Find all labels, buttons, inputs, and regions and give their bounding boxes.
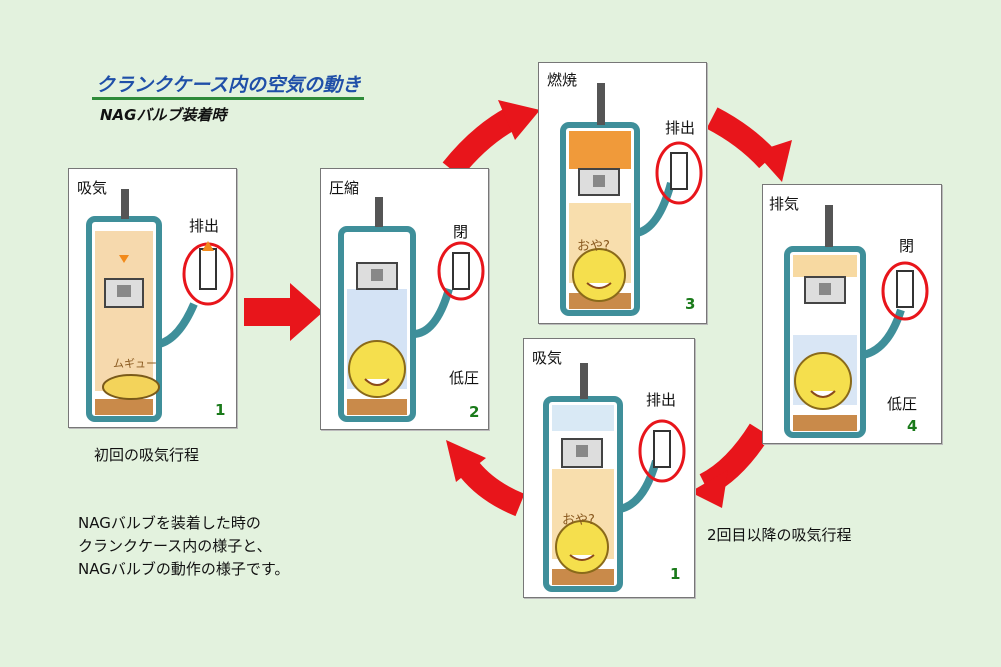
valve-state-label: 排出: [189, 217, 220, 235]
valve-state-label: 排出: [646, 391, 677, 409]
valve-state-label: 閉: [899, 237, 915, 255]
step-number: 3: [685, 295, 696, 313]
stroke-label: 吸気: [532, 349, 563, 367]
face-speech-text: おや?: [577, 239, 610, 254]
caption-first-intake: 初回の吸気行程: [94, 446, 200, 464]
arrow-1-to-2-return: [460, 462, 525, 517]
stroke-label: 圧縮: [329, 179, 360, 197]
stroke-label: 燃焼: [547, 71, 578, 89]
step-number: 2: [469, 403, 480, 421]
title-underline: [92, 97, 364, 100]
panel-intake-first: 吸気 排出 ムギュー 1: [68, 168, 237, 428]
low-pressure-label: 低圧: [449, 369, 480, 387]
low-pressure-label: 低圧: [887, 395, 918, 413]
engine-illustration: [784, 205, 929, 438]
page-subtitle: NAGバルブ装着時: [100, 106, 227, 124]
description-line: クランクケース内の様子と、: [78, 537, 272, 555]
caption-second-intake: 2回目以降の吸気行程: [707, 526, 852, 544]
page-title: クランクケース内の空気の動き: [96, 74, 362, 96]
stroke-label: 排気: [769, 195, 800, 213]
step-number: 1: [215, 401, 226, 419]
panel-compression: 圧縮 閉 低圧 2: [320, 168, 489, 430]
step-number: 4: [907, 417, 918, 435]
face-speech-text: おや?: [562, 513, 595, 528]
stroke-label: 吸気: [77, 179, 108, 197]
squeeze-text: ムギュー: [113, 357, 157, 370]
panel-exhaust: 排気 閉 低圧 4: [762, 184, 942, 444]
description-line: NAGバルブの動作の様子です。: [78, 560, 290, 578]
description: NAGバルブを装着した時の クランクケース内の様子と、 NAGバルブの動作の様子…: [78, 512, 289, 581]
arrow-2-to-3: [442, 107, 518, 178]
arrow-4-to-1: [699, 423, 771, 496]
valve-state-label: 排出: [665, 119, 696, 137]
step-number: 1: [670, 565, 681, 583]
valve-state-label: 閉: [453, 223, 469, 241]
panel-combustion: 燃焼 排出 おや? 3: [538, 62, 707, 324]
engine-illustration: [543, 363, 686, 592]
panel-intake-second: 吸気 排出 おや? 1: [523, 338, 695, 598]
engine-illustration: [338, 197, 485, 422]
engine-illustration: [86, 189, 234, 422]
arrow-1-to-2: [244, 283, 323, 341]
engine-illustration: [560, 83, 703, 316]
description-line: NAGバルブを装着した時の: [78, 514, 261, 532]
